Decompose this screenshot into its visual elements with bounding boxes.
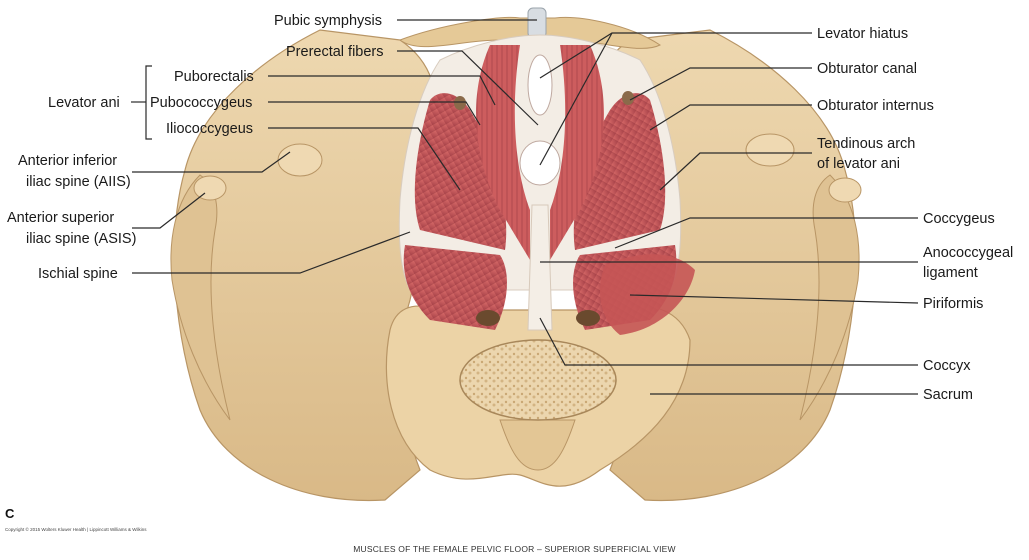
sacral-body [459,339,617,421]
puborectalis-left [476,45,530,260]
right-aiis [745,133,795,167]
label-obturator-internus: Obturator internus [817,98,934,114]
panel-letter: C [5,506,15,521]
leader-lines [131,19,919,395]
copyright-notice: Copyright © 2015 Wolters Kluwer Health |… [5,527,147,532]
anococcygeal-ligament [527,204,553,331]
label-prerectal-fibers: Prerectal fibers [286,44,384,60]
leader-iliococcygeus [268,127,461,191]
left-asis [193,175,227,201]
label-pubic-symphysis: Pubic symphysis [274,13,382,29]
leader-asis [132,192,206,229]
label-sacrum: Sacrum [923,387,973,403]
label-pubococcygeus: Pubococcygeus [150,95,252,111]
puborectalis-right [550,45,604,260]
label-coccygeus: Coccygeus [923,211,995,227]
leader-obturator-internus [649,104,812,131]
coccygeus-left [403,245,507,330]
sacral-foramen-right [576,310,600,326]
labels: Pubic symphysis Prerectal fibers Levator… [7,13,1013,403]
leader-puborectalis [268,75,496,106]
label-anococcygeal-1: Anococcygeal [923,245,1013,261]
label-levator-hiatus: Levator hiatus [817,26,908,42]
label-ischial-spine: Ischial spine [38,266,118,282]
iliococcygeus-right [573,93,666,250]
piriformis-right [600,254,695,335]
left-aiis [277,143,323,177]
label-tendinous-arch-1: Tendinous arch [817,136,915,152]
label-iliococcygeus: Iliococcygeus [166,121,253,137]
label-piriformis: Piriformis [923,296,983,312]
iliococcygeus-left [414,93,507,250]
leader-coccygeus [614,217,918,249]
leader-prerectal-fibers [397,50,539,126]
leader-coccyx [539,317,918,366]
leader-levator-hiatus-2 [539,32,613,166]
rectal-hiatus [519,140,561,186]
left-obturator-canal [454,96,466,110]
right-obturator-canal [622,91,634,105]
figure-caption: MUSCLES OF THE FEMALE PELVIC FLOOR – SUP… [353,544,676,554]
pelvic-floor-muscles [398,34,695,335]
left-iliac-crest [170,174,231,421]
label-obturator-canal: Obturator canal [817,61,917,77]
right-iliac-crest [799,174,860,421]
label-asis-1: Anterior superior [7,210,114,226]
leader-obturator-canal [629,67,812,101]
label-levator-ani: Levator ani [48,95,120,111]
label-asis-2: iliac spine (ASIS) [26,231,136,247]
label-anococcygeal-2: ligament [923,265,978,281]
leader-pubococcygeus [268,101,481,126]
sacral-tip [499,419,576,471]
leader-piriformis [629,294,919,304]
leader-tendinous-arch [659,152,812,191]
pubic-symphysis-shape [527,7,547,39]
leader-ischial-spine [132,231,411,274]
leader-aiis [132,151,291,173]
sacral-foramen-left [476,310,500,326]
label-aiis-1: Anterior inferior [18,153,117,169]
right-asis [828,177,862,203]
label-aiis-2: iliac spine (AIIS) [26,174,131,190]
label-puborectalis: Puborectalis [174,69,254,85]
label-tendinous-arch-2: of levator ani [817,156,900,172]
label-coccyx: Coccyx [923,358,971,374]
urethra-vagina-hiatus [527,54,553,116]
